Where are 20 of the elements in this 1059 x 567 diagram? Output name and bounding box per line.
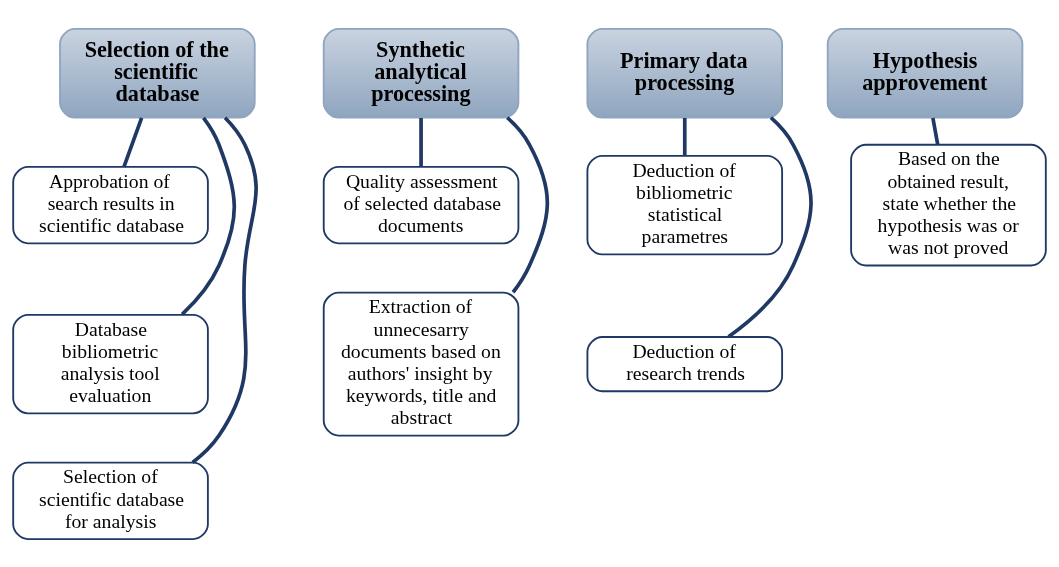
- connector: [682, 117, 687, 155]
- node-box: Synthetic analytical processing: [322, 27, 520, 119]
- connector: [727, 115, 813, 338]
- connector: [180, 116, 237, 316]
- connector: [931, 117, 940, 145]
- connector: [506, 115, 550, 293]
- node-box: Selection of scientific database for analysis: [12, 461, 209, 540]
- node-box: Selection of the scientific database: [59, 27, 256, 119]
- node-box: Extraction of unnecesarry documents based on authors' insight by keywords, title and abstract: [322, 291, 520, 436]
- connector: [191, 115, 258, 464]
- node-box: Approbation of search results in scientific database: [12, 165, 209, 244]
- node-box: Database bibliometric analysis tool evaluation: [12, 313, 209, 414]
- connector: [419, 117, 423, 167]
- node-box: Quality assessment of selected database documents: [322, 165, 520, 244]
- node-box: Deduction of bibliometric statistical parametres: [586, 154, 784, 255]
- node-box: Hypothesis approvement: [826, 27, 1024, 119]
- connector: [122, 116, 144, 167]
- node-box: Deduction of research trends: [586, 335, 784, 392]
- node-box: Primary data processing: [586, 27, 784, 119]
- node-box: Based on the obtained result, state whether the hypothesis was or was not proved: [850, 143, 1047, 266]
